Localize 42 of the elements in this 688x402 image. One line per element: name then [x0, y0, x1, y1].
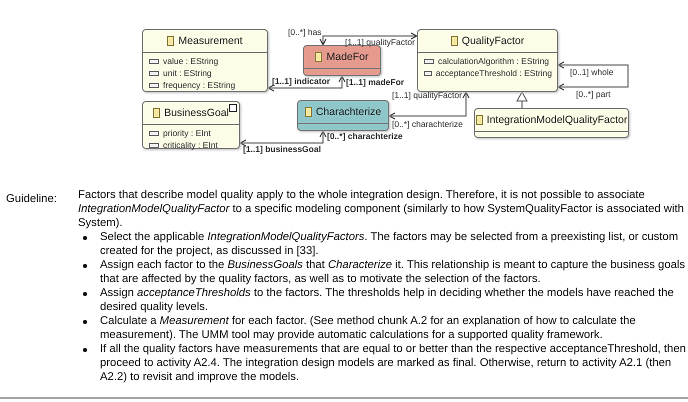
class-box [474, 108, 629, 138]
bullet-text: If all the quality factors have measurements that are equal to or better than the respective acceptanceThreshold, then proceed to activity A2.4. The integration design models are marked as final. Otherwise, return to activity A2.1 (then A2.2) to revisit and improve the models. [100, 343, 687, 385]
class-name: IntegrationModelQualityFactor [486, 114, 628, 126]
multiplicity-label: [0..*] charachterize [392, 119, 463, 129]
paragraph: Factors that describe model quality apply to the whole integration design. Therefore, it is not possible to associate IntegrationModelQualityFactor to a specific modeling component (similarly to how SystemQualityFactor is associated with System). [78, 189, 684, 231]
association-arrow [320, 32, 418, 46]
association-arrow [388, 92, 470, 120]
attribute-text: frequency : EString [163, 80, 236, 90]
multiplicity-label: [1..1] qualityFactor [345, 37, 415, 47]
attribute-text: value : EString [163, 56, 218, 66]
class-box [303, 45, 381, 76]
association-arrow [268, 76, 346, 92]
class-box [142, 101, 240, 149]
bullet-text: Assign acceptanceThresholds to the factors. The thresholds help in deciding whether the models have reached the desired quality levels. [100, 287, 675, 315]
multiplicity-label: [0..*] charachterize [327, 131, 403, 141]
attribute-text: criticality : EInt [163, 140, 218, 150]
generalization-arrow [516, 92, 528, 108]
bullet-text: Assign each factor to the BusinessGoals that Characterize it. This relationship is meant to capture the business goals that are affected by the quality factors, as well as to motivate the selection of the factors. [100, 259, 686, 287]
multiplicity-label: [0..1] whole [570, 67, 614, 77]
bullet-text: Select the applicable IntegrationModelQualityFactors. The factors may be selected from a preexisting list, or custom created for the project, as discussed in [33]. [100, 231, 680, 259]
association-arrow [240, 130, 326, 146]
attribute-text: priority : EInt [163, 128, 211, 138]
class-box [297, 100, 389, 131]
attribute-text: unit : EString [163, 68, 212, 78]
attribute-text: calculationAlgorithm : EString [438, 56, 550, 66]
class-name: QualityFactor [462, 35, 524, 47]
multiplicity-label: [1..1] indicator [272, 76, 330, 86]
class-name: Measurement [178, 35, 243, 47]
section-heading: Guideline: [6, 193, 57, 207]
multiplicity-label: [0..*] has [288, 27, 322, 37]
multiplicity-label: [1..1] qualityFactor [392, 90, 462, 100]
class-name: Charachterize [316, 106, 382, 118]
multiplicity-label: [0..*] part [576, 89, 610, 99]
bullet-text: Calculate a Measurement for each factor. (See method chunk A.2 for an explanation of how to calculate the measurement). The UMM tool may provide automatic calculations for a supported quality framework. [100, 315, 637, 343]
class-box [142, 29, 268, 92]
class-name: MadeFor [326, 51, 368, 63]
class-box [417, 29, 558, 92]
association-arrow [558, 62, 628, 90]
attribute-text: acceptanceThreshold : EString [436, 68, 552, 78]
class-name: BusinessGoal [164, 107, 229, 119]
multiplicity-label: [1..1] madeFor [346, 77, 404, 87]
multiplicity-label: [1..1] businessGoal [243, 144, 321, 154]
